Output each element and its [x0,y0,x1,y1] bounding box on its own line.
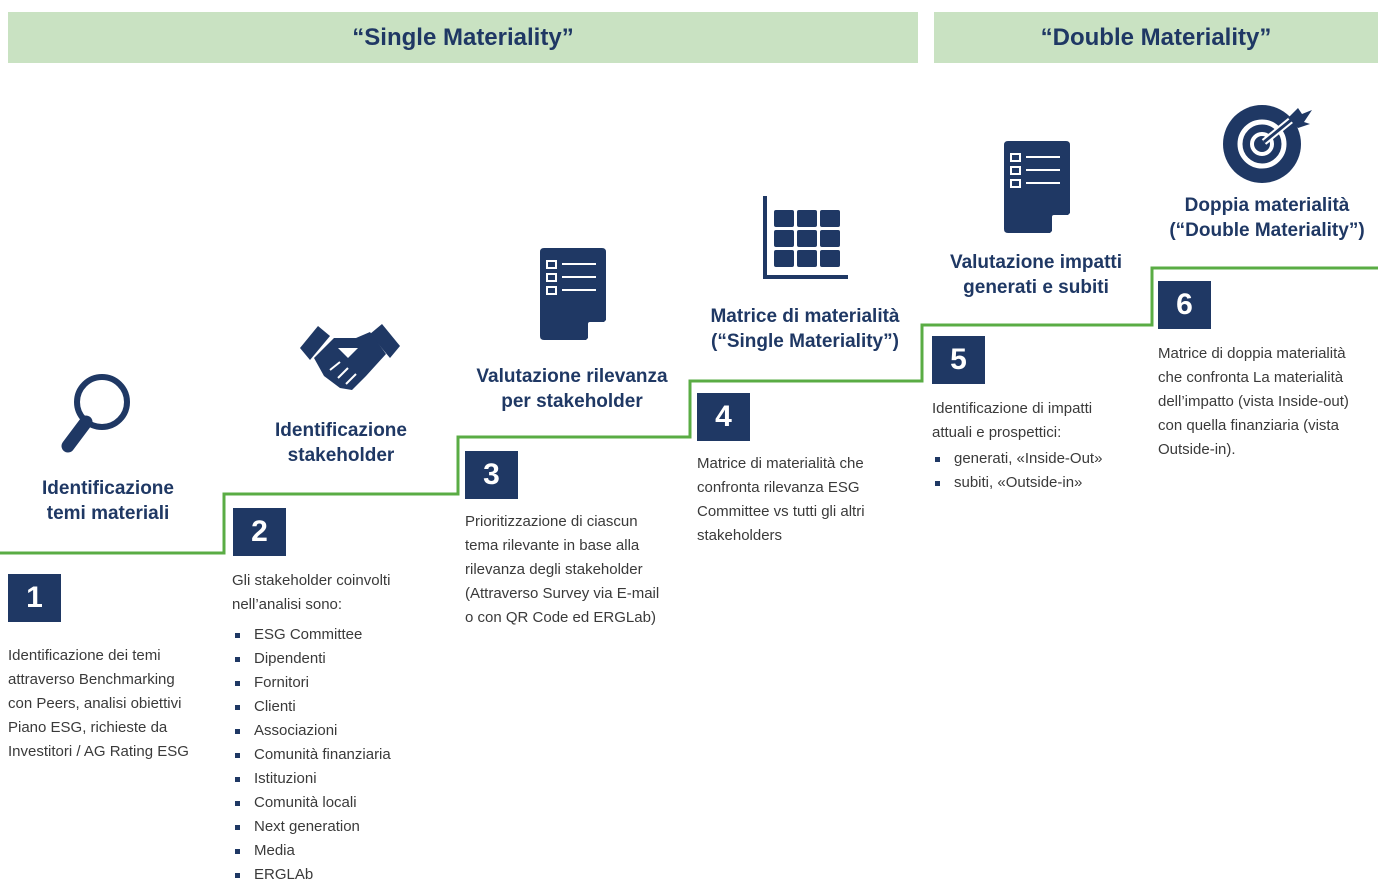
step-1-number-badge: 1 [8,574,61,622]
step-5-number-badge: 5 [932,336,985,384]
impact-list: generati, «Inside-Out» subiti, «Outside-… [932,447,1152,495]
step-6-number-badge: 6 [1158,281,1211,329]
list-item: Comunità finanziaria [232,743,454,767]
magnifying-glass-icon [61,374,130,453]
list-item: Comunità locali [232,791,454,815]
double-materiality-banner: “Double Materiality” [934,12,1378,63]
list-item: Next generation [232,815,454,839]
handshake-icon [300,324,400,390]
step-1-description: Identificazione dei temi attraverso Benc… [8,647,189,760]
matrix-grid-icon [763,196,848,279]
list-item: Clienti [232,695,454,719]
single-materiality-banner: “Single Materiality” [8,12,918,63]
target-arrow-icon [1223,105,1312,183]
step-2-number-badge: 2 [233,508,286,556]
step-6-description: Matrice di doppia materialità che confro… [1158,345,1349,458]
stakeholder-list: ESG Committee Dipendenti Fornitori Clien… [232,623,454,887]
step-3-number-badge: 3 [465,451,518,499]
step-5-description: Identificazione di impatti attuali e pro… [932,397,1152,495]
list-item: ERGLAb [232,863,454,887]
step-6-title: Doppia materialità(“Double Materiality”) [1169,195,1365,241]
list-item: Associazioni [232,719,454,743]
list-item: subiti, «Outside-in» [932,471,1152,495]
list-item: Media [232,839,454,863]
checklist-document-icon [1004,141,1070,233]
step-4-title: Matrice di materialità(“Single Materiali… [710,306,900,352]
list-item: Istituzioni [232,767,454,791]
step-2-description: Gli stakeholder coinvolti nell’analisi s… [232,569,454,887]
step-4-number-badge: 4 [697,393,750,441]
list-item: ESG Committee [232,623,454,647]
list-item: generati, «Inside-Out» [932,447,1152,471]
list-item: Fornitori [232,671,454,695]
step-4-description: Matrice di materialità che confronta ril… [697,455,865,544]
step-3-description: Prioritizzazione di ciascun tema rilevan… [465,513,660,626]
list-item: Dipendenti [232,647,454,671]
checklist-document-icon [540,248,606,340]
